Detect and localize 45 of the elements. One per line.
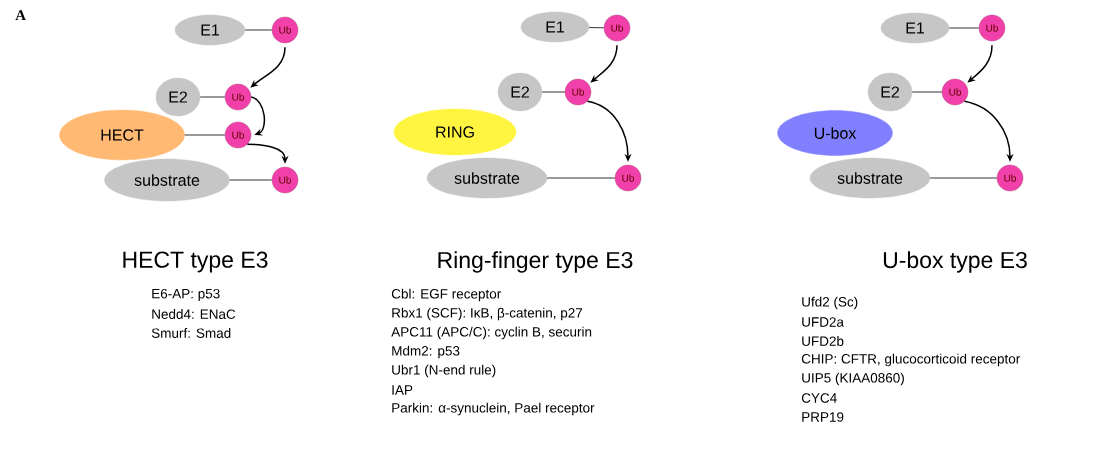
connector-line [929,177,998,179]
curved-arrow [250,96,266,136]
ubiquitin-ball: Ub [224,83,252,111]
ubiquitin-ball: Ub [271,166,299,194]
substrate-list-item: Ubr1 (N-end rule) [392,364,496,378]
substrate-list-item: E6-AP: p53 [152,288,220,302]
connector-line [541,91,566,93]
substrate-list-item: Cbl: EGF receptor [391,288,501,302]
connector-line [184,134,226,136]
panel-heading: Ring-finger type E3 [438,251,633,273]
ubiquitin-ball: Ub [224,121,252,149]
connector-line [229,179,273,181]
connector-line [588,27,605,29]
substrate-list-item: CYC4 [801,393,837,403]
ubiquitin-ball: Ub [271,16,299,44]
ubiquitin-ball: Ub [941,78,969,106]
ubiquitin-ball: Ub [996,164,1024,192]
curved-arrow [250,46,286,88]
connector-line [546,177,616,179]
substrate-list-item: Nedd4: ENaC [152,309,236,319]
substrate-list-item: UFD2b [802,336,844,346]
connector-line [244,29,273,31]
substrate-list-item: Mdm2: p53 [392,345,460,359]
substrate-list-item: Ufd2 (Sc) [802,296,858,310]
panel-heading: U-box type E3 [883,251,1027,273]
connector-line [948,27,980,29]
connector-line [199,96,226,98]
curved-arrow [590,44,618,83]
curved-arrow [967,44,993,83]
substrate-list-item: APC11 (APC/C): cyclin B, securin [391,326,592,340]
substrate-list-item: UIP5 (KIAA0860) [802,372,904,386]
substrate-list-item: IAP [392,385,413,395]
substrate-list-item: Parkin: α-synuclein, Pael receptor [392,402,595,416]
panel-letter: A [15,10,26,21]
ubiquitin-ball: Ub [614,164,642,192]
substrate-list-item: PRP19 [802,412,844,422]
substrate-list-item: Smurf: Smad [151,328,231,338]
ubiquitin-ball: Ub [603,14,631,42]
substrate-list-item: UFD2a [802,317,844,327]
substrate-list-item: Rbx1 (SCF): IκB, β-catenin, p27 [392,307,583,321]
substrate-list-item: CHIP: CFTR, glucocorticoid receptor [801,353,1020,367]
ubiquitin-ball: Ub [978,14,1006,42]
ubiquitin-ball: Ub [564,78,592,106]
connector-line [911,91,943,93]
panel-heading: HECT type E3 [123,251,268,273]
